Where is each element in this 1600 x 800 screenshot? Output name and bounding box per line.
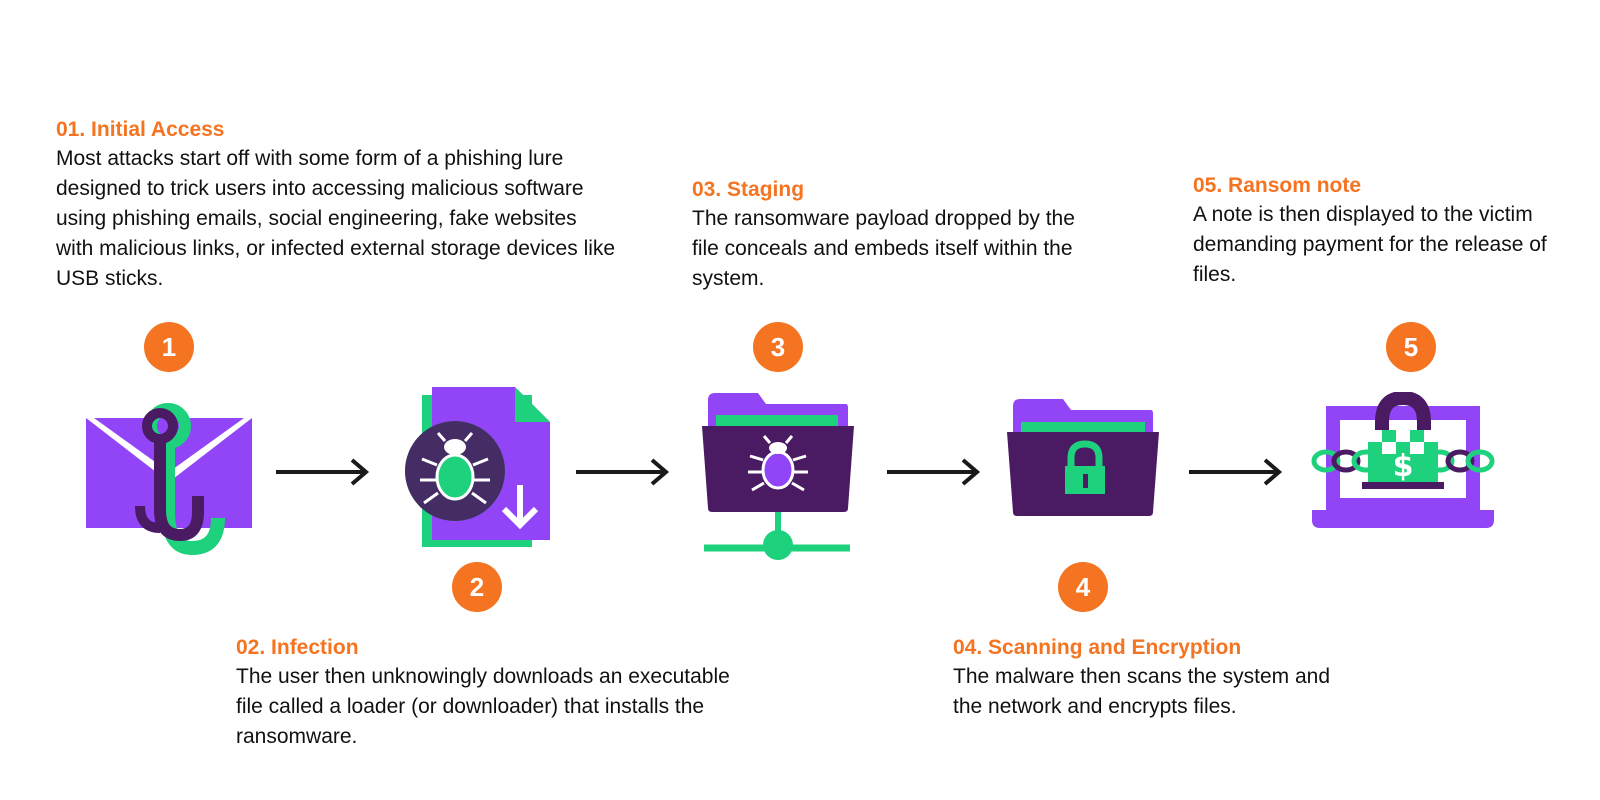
step-3-badge: 3 bbox=[753, 322, 803, 372]
step-4-description: The malware then scans the system and th… bbox=[953, 665, 1331, 718]
step-2-title: 02. Infection bbox=[236, 636, 359, 659]
step-1-title: 01. Initial Access bbox=[56, 118, 225, 141]
step-4-text: 04. Scanning and Encryption The malware … bbox=[953, 634, 1353, 722]
arrow-2-to-3 bbox=[576, 458, 670, 486]
step-1-description: Most attacks start off with some form of… bbox=[56, 147, 616, 290]
step-3-text: 03. Staging The ransomware payload dropp… bbox=[692, 176, 1102, 294]
ransom-laptop-icon: $ bbox=[1311, 392, 1495, 528]
step-5-title: 05. Ransom note bbox=[1193, 174, 1362, 197]
step-3-description: The ransomware payload dropped by the fi… bbox=[692, 207, 1075, 290]
step-1-badge: 1 bbox=[144, 322, 194, 372]
step-4-title: 04. Scanning and Encryption bbox=[953, 636, 1242, 659]
step-5-text: 05. Ransom note A note is then displayed… bbox=[1193, 172, 1553, 290]
step-3-title: 03. Staging bbox=[692, 178, 805, 201]
infected-download-file-icon bbox=[405, 387, 550, 547]
step-2-text: 02. Infection The user then unknowingly … bbox=[236, 634, 736, 752]
step-5-description: A note is then displayed to the victim d… bbox=[1193, 203, 1547, 286]
step-2-badge: 2 bbox=[452, 562, 502, 612]
arrow-3-to-4 bbox=[887, 458, 981, 486]
step-2-description: The user then unknowingly downloads an e… bbox=[236, 665, 730, 748]
step-5-badge: 5 bbox=[1386, 322, 1436, 372]
locked-folder-icon bbox=[1007, 399, 1159, 516]
arrow-4-to-5 bbox=[1189, 458, 1283, 486]
svg-text:$: $ bbox=[1393, 449, 1414, 484]
step-4-badge: 4 bbox=[1058, 562, 1108, 612]
bug-network-folder-icon bbox=[702, 393, 854, 560]
step-1-text: 01. Initial Access Most attacks start of… bbox=[56, 116, 616, 294]
arrow-1-to-2 bbox=[276, 458, 370, 486]
phishing-hook-email-icon bbox=[86, 403, 252, 556]
